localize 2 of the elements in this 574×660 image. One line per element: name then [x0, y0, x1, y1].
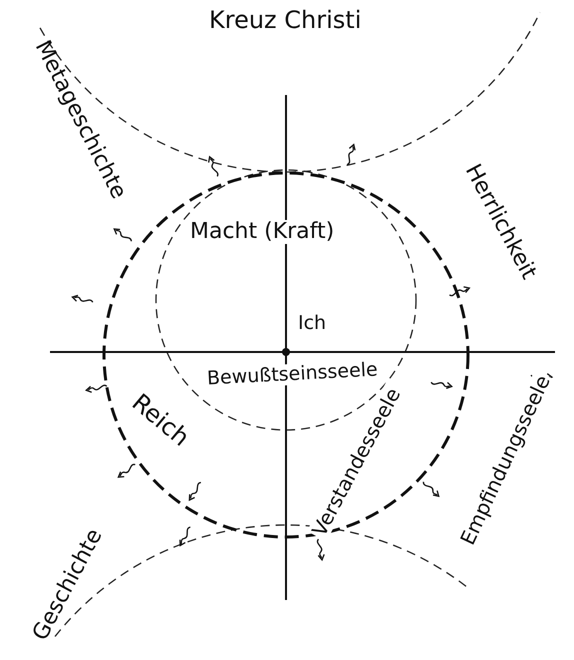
handwritten-label: Kreuz Christi — [208, 7, 362, 33]
handwritten-label: Ich — [297, 312, 328, 334]
